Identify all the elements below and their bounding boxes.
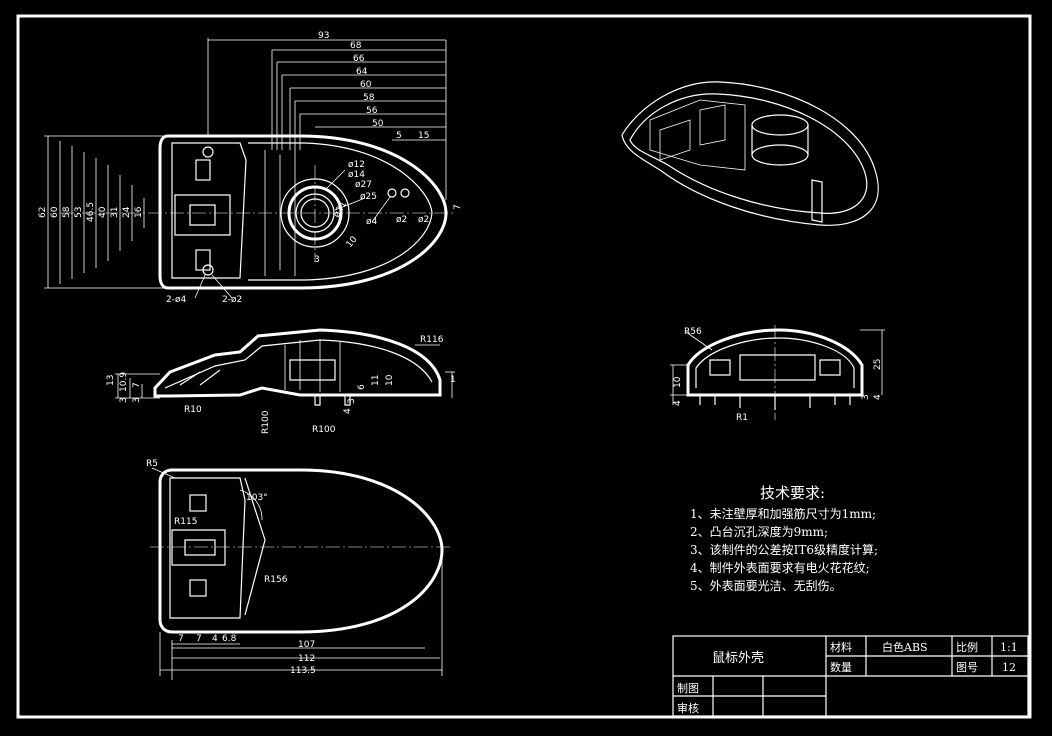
dim-4-sec: 4 <box>212 634 218 644</box>
dim-R10: R10 <box>184 405 202 415</box>
dim-50: 50 <box>372 119 384 129</box>
dim-1-front: 1 <box>450 375 456 385</box>
section-view: R5 R115 R156 103° 7 7 4 6.8 107 112 113.… <box>146 459 450 680</box>
dim-93: 93 <box>318 31 329 41</box>
dim-R100-a: R100 <box>261 410 271 434</box>
dim-2-d2: 2-ø2 <box>222 295 242 305</box>
dim-7-front: 7 <box>132 382 142 388</box>
dim-66: 66 <box>353 54 365 64</box>
drawing-no-value: 12 <box>1002 661 1016 674</box>
front-view: R116 13 10.9 7 3 3 11 10 6 3 4 1 R10 R10… <box>106 328 456 435</box>
requirement-item: 4、制件外表面要求有电火花花纹; <box>690 561 870 575</box>
dim-d21: ø21 <box>332 200 349 220</box>
part-name: 鼠标外壳 <box>712 651 764 666</box>
drawing-border <box>16 14 1032 719</box>
top-view: 93 68 66 64 60 58 56 50 5 15 62 60 58 53… <box>38 31 463 305</box>
dim-d27: ø27 <box>355 180 372 190</box>
dim-68: 68 <box>350 41 362 51</box>
dim-d4: ø4 <box>366 217 378 227</box>
dim-3-front-b: 3 <box>132 397 142 403</box>
dim-6-8: 6.8 <box>222 634 237 644</box>
material-value: 白色ABS <box>882 640 928 654</box>
isometric-view <box>621 81 879 226</box>
dim-60-left: 60 <box>50 206 60 218</box>
dim-R115: R115 <box>174 517 197 527</box>
dim-4-side-right: 4 <box>873 394 883 400</box>
dim-R156: R156 <box>264 575 288 585</box>
dim-7-sec-b: 7 <box>196 634 202 644</box>
dim-62: 62 <box>38 207 48 218</box>
dim-4-front: 4 <box>343 408 353 414</box>
dim-2-d4: 2-ø4 <box>166 295 186 305</box>
dim-5: 5 <box>396 131 402 141</box>
dim-R56: R56 <box>684 327 702 337</box>
requirement-item: 2、凸台沉孔深度为9mm; <box>690 525 829 539</box>
dim-16: 16 <box>134 206 144 218</box>
dim-11: 11 <box>371 375 381 386</box>
dim-d25: ø25 <box>360 192 377 202</box>
dim-53: 53 <box>74 207 84 218</box>
quantity-label: 数量 <box>830 661 852 674</box>
dim-113-5: 113.5 <box>290 666 316 676</box>
dim-R5: R5 <box>146 459 158 469</box>
dim-40: 40 <box>98 206 108 218</box>
dim-10-side: 10 <box>673 376 683 388</box>
dim-6: 6 <box>357 384 367 390</box>
dim-d12: ø12 <box>348 160 365 170</box>
dim-15: 15 <box>418 131 429 141</box>
dim-7-sec-a: 7 <box>178 634 184 644</box>
checked-label: 审核 <box>677 701 699 715</box>
requirement-item: 1、未注壁厚和加强筋尺寸为1mm; <box>690 507 877 521</box>
dim-10: 10 <box>345 235 360 250</box>
dim-4-side: 4 <box>673 400 683 406</box>
dim-3-side: 3 <box>861 394 871 400</box>
dim-3-front-c: 3 <box>347 398 357 404</box>
dim-R116: R116 <box>420 335 444 345</box>
dim-R1: R1 <box>736 413 748 423</box>
material-label: 材料 <box>830 640 852 654</box>
dim-24: 24 <box>122 206 132 218</box>
requirement-item: 5、外表面要光洁、无刮伤。 <box>690 579 842 593</box>
dim-13: 13 <box>106 375 116 386</box>
dim-58: 58 <box>363 93 375 103</box>
technical-requirements: 技术要求: 1、未注壁厚和加强筋尺寸为1mm; 2、凸台沉孔深度为9mm; 3、… <box>690 484 950 595</box>
dim-3: 3 <box>314 255 320 265</box>
dim-3-front-a: 3 <box>119 397 129 403</box>
scale-label: 比例 <box>956 640 978 654</box>
title-block <box>672 635 1029 717</box>
drawn-label: 制图 <box>677 682 699 695</box>
requirement-item: 3、该制件的公差按IT6级精度计算; <box>690 543 879 557</box>
requirements-title: 技术要求: <box>760 484 826 502</box>
side-view: R56 10 4 25 3 4 R1 <box>670 325 885 423</box>
drawing-no-label: 图号 <box>956 661 978 674</box>
scale-value: 1:1 <box>1000 641 1018 654</box>
dim-d2-b: ø2 <box>418 215 429 225</box>
dim-107: 107 <box>298 640 315 650</box>
dim-25: 25 <box>873 359 883 370</box>
dim-10-9: 10.9 <box>119 372 129 392</box>
dim-31: 31 <box>110 207 120 218</box>
dim-d2-a: ø2 <box>396 215 407 225</box>
dim-58-left: 58 <box>62 206 72 218</box>
dim-d14: ø14 <box>348 170 365 180</box>
dim-7-right: 7 <box>453 204 463 210</box>
dim-64: 64 <box>356 67 368 77</box>
dim-56: 56 <box>366 106 378 116</box>
dim-angle-103: 103° <box>246 493 268 503</box>
dim-60: 60 <box>360 80 372 90</box>
dim-10-front: 10 <box>385 374 395 386</box>
dim-R100-b: R100 <box>312 425 336 435</box>
dim-112: 112 <box>298 654 315 664</box>
dim-46-5: 46.5 <box>86 202 96 222</box>
